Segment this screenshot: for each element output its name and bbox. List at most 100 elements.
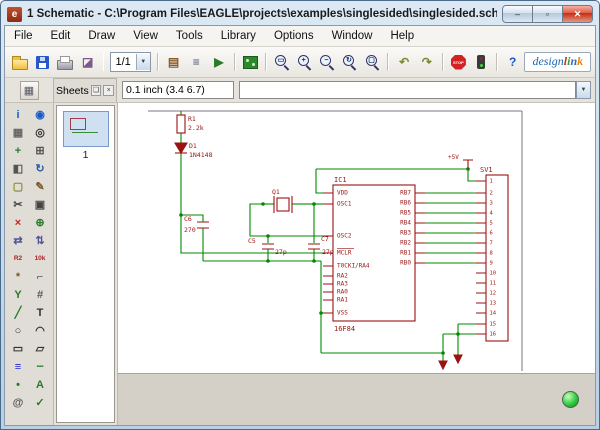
grid-settings-button[interactable]: ▦ <box>19 80 39 100</box>
script-button[interactable]: ≡ <box>185 51 207 73</box>
menu-edit[interactable]: Edit <box>50 30 71 42</box>
move-tool[interactable]: + <box>7 142 29 160</box>
smash-tool[interactable]: * <box>7 268 29 286</box>
net-tool[interactable]: ┄ <box>29 358 51 376</box>
go-button[interactable] <box>470 51 492 73</box>
zoom-out-button[interactable]: − <box>316 51 338 73</box>
info-tool[interactable]: i <box>7 106 29 124</box>
pinswap-tool[interactable]: ⇄ <box>7 232 29 250</box>
designlink-logo[interactable]: designlink <box>524 52 592 72</box>
text-tool[interactable]: T <box>29 304 51 322</box>
menu-draw[interactable]: Draw <box>88 30 116 42</box>
zoom-in-button[interactable]: + <box>294 51 316 73</box>
save-button[interactable] <box>32 51 54 73</box>
title-bar[interactable]: e 1 Schematic - C:\Program Files\EAGLE\p… <box>4 3 596 25</box>
close-button[interactable]: ✕ <box>563 5 593 23</box>
sheets-float-button[interactable]: ❏ <box>90 85 102 96</box>
pin-label: MCLR <box>337 250 352 257</box>
help-button[interactable]: ? <box>502 51 524 73</box>
cut-tool[interactable]: ✂ <box>7 196 29 214</box>
rotate-tool[interactable]: ↻ <box>29 160 51 178</box>
command-line-input[interactable] <box>239 81 576 99</box>
menu-help[interactable]: Help <box>390 30 415 42</box>
pin-label: RB5 <box>400 210 411 217</box>
junction-icon: • <box>16 378 20 391</box>
sheet-selector-value: 1/1 <box>115 56 131 68</box>
minimize-button[interactable]: – <box>502 5 533 23</box>
maximize-button[interactable]: ▫ <box>533 5 563 23</box>
show-tool[interactable]: ◉ <box>29 106 51 124</box>
command-history-dropdown[interactable]: ▼ <box>576 81 591 99</box>
sheet-selector[interactable]: 1/1▼ <box>110 52 151 72</box>
float-icon: ❏ <box>92 87 100 94</box>
pin-label: 14 <box>490 311 497 317</box>
label-tool[interactable]: A <box>29 376 51 394</box>
menu-library[interactable]: Library <box>220 30 256 42</box>
pin-label: 10 <box>490 271 497 277</box>
redo-button[interactable]: ↷ <box>416 51 438 73</box>
redo-arrow-icon: ↷ <box>421 55 432 69</box>
bus-tool[interactable]: ≡ <box>7 358 29 376</box>
split-tool[interactable]: Y <box>7 286 29 304</box>
pin-label: 11 <box>490 281 497 287</box>
value-tool[interactable]: 10k <box>29 250 51 268</box>
run-icon: ▶ <box>214 55 224 69</box>
menu-file[interactable]: File <box>14 30 33 42</box>
sheets-close-button[interactable]: × <box>103 85 114 96</box>
pin-label: 16 <box>490 332 497 338</box>
paste-tool[interactable]: ▣ <box>29 196 51 214</box>
rotate-icon: ↻ <box>35 162 45 175</box>
gateswap-icon: ⇅ <box>35 234 45 247</box>
miter-tool[interactable]: ⌐ <box>29 268 51 286</box>
copy-tool[interactable]: ⊞ <box>29 142 51 160</box>
toolbar-separator <box>102 53 105 71</box>
erc-tool[interactable]: ✓ <box>29 394 51 412</box>
menu-options[interactable]: Options <box>273 30 314 42</box>
rect-tool[interactable]: ▭ <box>7 340 29 358</box>
board-switch-button[interactable] <box>240 51 262 73</box>
menu-view[interactable]: View <box>133 30 158 42</box>
add-tool[interactable]: ⊕ <box>29 214 51 232</box>
print-button[interactable] <box>54 51 76 73</box>
sheet-thumbnail[interactable] <box>62 111 109 147</box>
component-pins <box>323 180 486 335</box>
open-file-button[interactable] <box>9 51 31 73</box>
use-library-button[interactable]: ▤ <box>163 51 185 73</box>
sheets-list[interactable]: 1 <box>56 105 115 423</box>
floppy-icon <box>35 55 49 69</box>
stop-button[interactable] <box>448 51 470 73</box>
name-tool[interactable]: R2 <box>7 250 29 268</box>
zoom-redraw-button[interactable]: ↻ <box>339 51 361 73</box>
display-tool[interactable]: ▦ <box>7 124 29 142</box>
component-labels: R1 2.2k D1 1N4148 Q1 C6 270 C5 27p C7 27… <box>184 115 493 333</box>
gateswap-tool[interactable]: ⇅ <box>29 232 51 250</box>
undo-button[interactable]: ↶ <box>393 51 415 73</box>
erc-check-icon: ✓ <box>35 396 45 409</box>
run-ulp-button[interactable]: ▶ <box>208 51 230 73</box>
schematic-canvas[interactable]: R1 2.2k D1 1N4148 Q1 C6 270 C5 27p C7 27… <box>118 103 595 374</box>
invoke-tool[interactable]: # <box>29 286 51 304</box>
junction-tool[interactable]: • <box>7 376 29 394</box>
wire-tool[interactable]: ╱ <box>7 304 29 322</box>
menu-window[interactable]: Window <box>331 30 373 42</box>
mark-tool[interactable]: ◎ <box>29 124 51 142</box>
circle-tool[interactable]: ○ <box>7 322 29 340</box>
arc-tool[interactable]: ◠ <box>29 322 51 340</box>
pin-label: T0CKI/RA4 <box>337 263 370 270</box>
cam-processor-button[interactable]: ◪ <box>77 51 99 73</box>
attribute-tool[interactable]: @ <box>7 394 29 412</box>
delete-tool[interactable]: × <box>7 214 29 232</box>
menu-tools[interactable]: Tools <box>175 30 203 42</box>
zoom-fit-button[interactable]: ▭ <box>271 51 293 73</box>
arc-icon: ◠ <box>35 324 45 337</box>
mirror-icon: ◧ <box>12 162 24 175</box>
polygon-tool[interactable]: ▱ <box>29 340 51 358</box>
zoom-select-button[interactable]: ▢ <box>362 51 384 73</box>
group-tool[interactable]: ▢ <box>7 178 29 196</box>
sheets-panel-header[interactable]: Sheets ❏ × <box>53 78 117 102</box>
change-tool[interactable]: ✎ <box>29 178 51 196</box>
zoom-redraw-icon: ↻ <box>342 54 358 70</box>
zoom-fit-icon: ▭ <box>274 54 290 70</box>
mirror-tool[interactable]: ◧ <box>7 160 29 178</box>
